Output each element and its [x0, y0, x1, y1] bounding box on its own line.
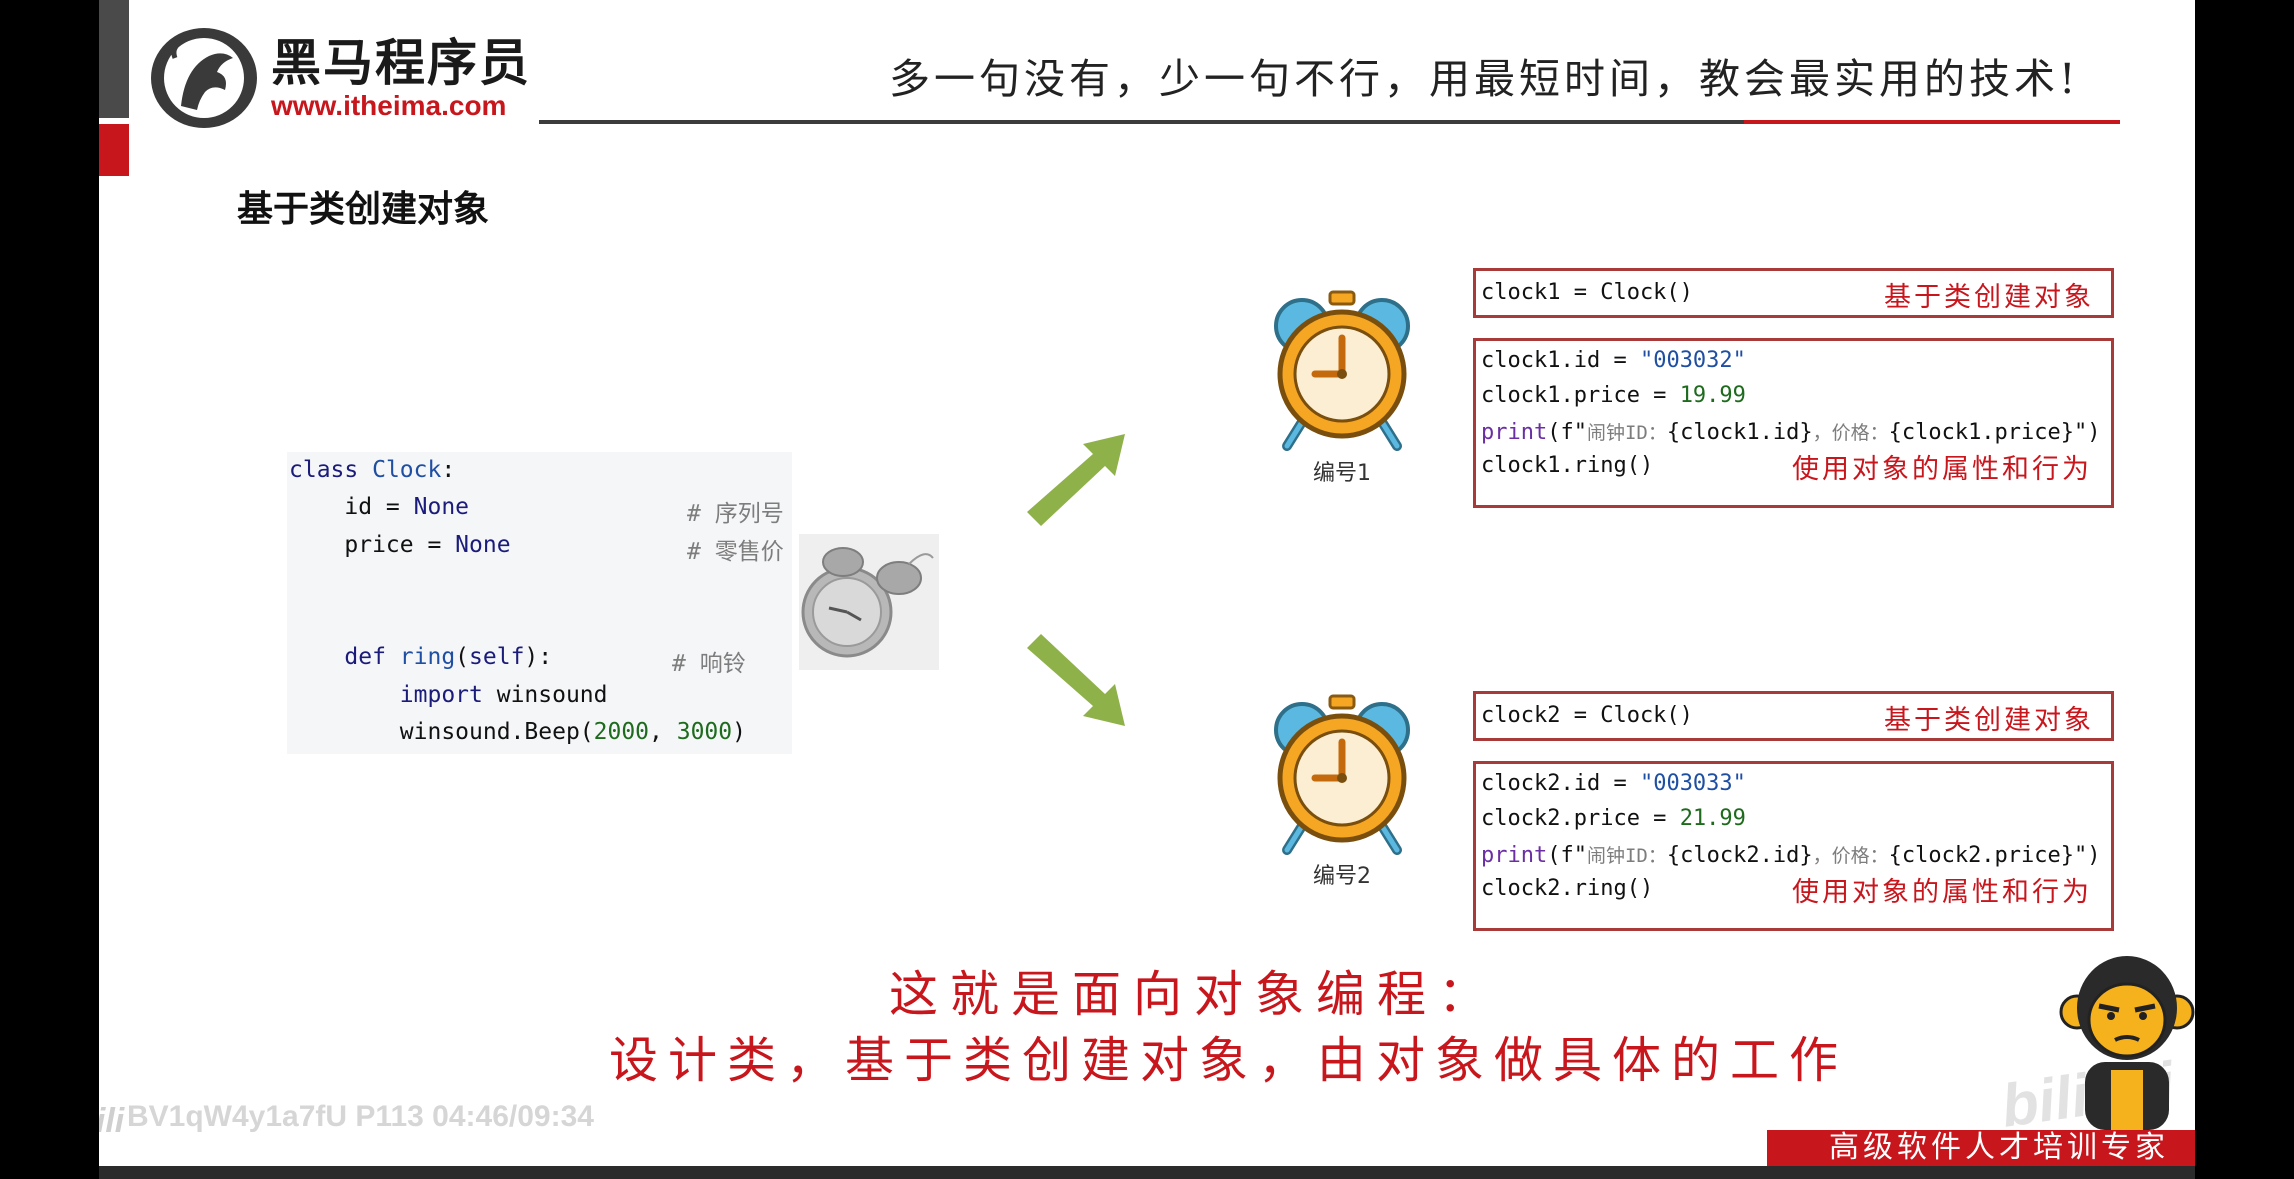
header-rule-accent: [1744, 120, 2120, 124]
alarm-clock-icon: [1274, 694, 1410, 855]
conclusion-line-2: 设计类，基于类创建对象，由对象做具体的工作: [609, 1032, 1849, 1089]
create-object-box: clock1 = Clock() 基于类创建对象: [1473, 268, 2114, 318]
monkey-mascot-icon: [2059, 956, 2195, 1130]
code-line: import winsound: [289, 682, 608, 708]
arrow-down-right-icon: [1027, 634, 1125, 726]
header-rule: [539, 120, 1744, 124]
use-object-box: clock2.id = "003033" clock2.price = 21.9…: [1473, 761, 2114, 931]
code-line: clock2.price = 21.99: [1481, 806, 1746, 831]
arrow-up-right-icon: [1027, 434, 1125, 526]
create-object-box: clock2 = Clock() 基于类创建对象: [1473, 691, 2114, 741]
code-line: clock2.id = "003033": [1481, 771, 1746, 796]
brand-logo: 黑马程序员 www.itheima.com: [151, 28, 531, 128]
code-line: print(f"闹钟ID：{clock2.id}，价格：{clock2.pric…: [1481, 843, 2101, 868]
code-comment: # 响铃: [672, 651, 746, 677]
left-red-accent: [99, 124, 129, 176]
logo-name: 黑马程序员: [271, 34, 531, 92]
code-line: id = None: [289, 494, 470, 520]
player-bottom-strip: [99, 1166, 2195, 1179]
use-tag: 使用对象的属性和行为: [1792, 877, 2092, 908]
code-line: clock2.ring(): [1481, 876, 1654, 901]
logo-url: www.itheima.com: [271, 90, 507, 121]
code-line: def ring(self):: [289, 644, 553, 670]
horse-logo-icon: [151, 28, 257, 128]
class-code-block: class Clock: id = None # 序列号 price = Non…: [287, 452, 792, 754]
code-line: class Clock:: [289, 457, 456, 483]
create-tag: 基于类创建对象: [1884, 705, 2094, 736]
object-label: 编号2: [1313, 864, 1371, 889]
use-tag: 使用对象的属性和行为: [1792, 454, 2092, 485]
code-comment: # 零售价: [687, 539, 784, 565]
section-title: 基于类创建对象: [237, 189, 490, 230]
use-object-box: clock1.id = "003032" clock1.price = 19.9…: [1473, 338, 2114, 508]
code-line: winsound.Beep(2000, 3000): [289, 719, 746, 745]
alarm-clock-icon: [1274, 290, 1410, 451]
code-line: print(f"闹钟ID：{clock1.id}，价格：{clock1.pric…: [1481, 420, 2101, 445]
video-info-watermark: BV1qW4y1a7fU P113 04:46/09:34: [127, 1100, 594, 1133]
footer-banner: [1767, 1130, 2195, 1166]
code-line: clock1.price = 19.99: [1481, 383, 1746, 408]
code-comment: # 序列号: [687, 501, 784, 527]
code-line: clock1.id = "003032": [1481, 348, 1746, 373]
slide: 黑马程序员 www.itheima.com 多一句没有，少一句不行，用最短时间，…: [99, 0, 2195, 1166]
code-line: clock1.ring(): [1481, 453, 1654, 478]
code-line: price = None: [289, 532, 511, 558]
left-accent-bar: [99, 0, 129, 118]
code-line: clock2 = Clock(): [1481, 703, 1693, 728]
bilibili-watermark: bilibili: [99, 1102, 125, 1140]
slogan: 多一句没有，少一句不行，用最短时间，教会最实用的技术!: [889, 55, 2080, 103]
object-label: 编号1: [1313, 461, 1371, 486]
create-tag: 基于类创建对象: [1884, 282, 2094, 313]
code-line: clock1 = Clock(): [1481, 280, 1693, 305]
footer-tagline: 高级软件人才培训专家: [1829, 1130, 2169, 1165]
conclusion-line-1: 这就是面向对象编程：: [889, 966, 1500, 1023]
clock-model-image: [799, 534, 939, 670]
